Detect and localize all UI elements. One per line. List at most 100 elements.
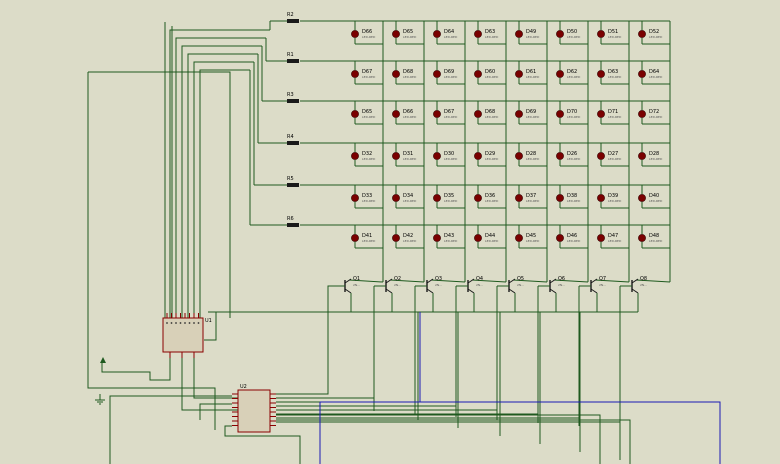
led-label: D33 — [362, 193, 372, 199]
led-label: D65 — [362, 109, 372, 115]
resistor-3-body — [287, 99, 299, 103]
wire — [181, 45, 262, 318]
led-body — [392, 234, 400, 242]
transistor-row: Q12N...Q22N...Q32N...Q42N...Q52N...Q62N.… — [333, 276, 671, 312]
led-label: D40 — [649, 193, 659, 199]
led-label: D51 — [608, 29, 618, 35]
led-body — [597, 110, 605, 118]
led-label: D28 — [526, 151, 536, 157]
u1-pin-dot — [175, 322, 177, 324]
wire — [508, 278, 516, 284]
u1-pin-dot — [179, 322, 182, 324]
led-part-text: LED-RED — [485, 75, 499, 79]
transistor-label: Q5 — [517, 276, 524, 282]
led-body — [638, 152, 646, 160]
led-body — [515, 152, 523, 160]
led-body — [392, 152, 400, 160]
led-body — [556, 234, 564, 242]
led-label: D64 — [444, 29, 454, 35]
wire — [193, 61, 254, 318]
led-label: D47 — [608, 233, 618, 239]
u2-chip[interactable]: U2 — [232, 384, 276, 433]
led-part-text: LED-RED — [444, 199, 458, 203]
u1-chip[interactable]: U1 — [162, 313, 212, 358]
led-label: D28 — [649, 151, 659, 157]
led-body — [474, 234, 482, 242]
led-part-text: LED-RED — [649, 239, 663, 243]
led-body — [597, 194, 605, 202]
led-label: D68 — [403, 69, 413, 75]
led-label: D41 — [362, 233, 372, 239]
led-part-text: LED-RED — [649, 157, 663, 161]
led-label: D50 — [567, 29, 577, 35]
led-part-text: LED-RED — [608, 199, 622, 203]
led-part-text: LED-RED — [362, 35, 376, 39]
led-body — [556, 70, 564, 78]
led-label: D67 — [362, 69, 372, 75]
wire — [430, 279, 466, 283]
wire-layer — [87, 20, 671, 464]
led-label: D37 — [526, 193, 536, 199]
led-body — [392, 30, 400, 38]
resistor-label: R1 — [287, 52, 294, 58]
u1-pin-dot — [188, 322, 191, 324]
wire — [426, 288, 434, 294]
wire — [553, 279, 589, 283]
wire — [101, 358, 171, 381]
wire — [385, 288, 393, 294]
wire — [631, 278, 639, 284]
transistor: Q72N... — [579, 276, 630, 312]
transistor-part-text: 2N... — [558, 283, 565, 287]
transistor-label: Q8 — [640, 276, 647, 282]
led-part-text: LED-RED — [362, 115, 376, 119]
led-label: D64 — [649, 69, 659, 75]
led-part-text: LED-RED — [567, 199, 581, 203]
resistor-5-body — [287, 183, 299, 187]
led-label: D66 — [403, 109, 413, 115]
led-label: D69 — [444, 69, 454, 75]
led-part-text: LED-RED — [608, 75, 622, 79]
led-body — [392, 194, 400, 202]
led-part-text: LED-RED — [526, 239, 540, 243]
led-part-text: LED-RED — [567, 35, 581, 39]
wire — [467, 278, 475, 284]
transistor-label: Q3 — [435, 276, 442, 282]
led-body — [351, 70, 359, 78]
led-part-text: LED-RED — [649, 199, 663, 203]
led-label: D38 — [567, 193, 577, 199]
led-body — [433, 30, 441, 38]
led-body — [474, 110, 482, 118]
led-label: D68 — [485, 109, 495, 115]
led-part-text: LED-RED — [649, 75, 663, 79]
led-part-text: LED-RED — [608, 157, 622, 161]
led-body — [474, 194, 482, 202]
led-label: D27 — [608, 151, 618, 157]
wire — [631, 288, 639, 294]
led-body — [433, 234, 441, 242]
wire — [471, 279, 507, 283]
led-label: D30 — [444, 151, 454, 157]
led-part-text: LED-RED — [485, 239, 499, 243]
wire — [109, 395, 232, 464]
led-label: D62 — [567, 69, 577, 75]
wire — [549, 288, 557, 294]
led-part-text: LED-RED — [403, 157, 417, 161]
wire — [181, 358, 238, 411]
resistor-4-body — [287, 141, 299, 145]
led-body — [515, 194, 523, 202]
led-part-text: LED-RED — [526, 157, 540, 161]
